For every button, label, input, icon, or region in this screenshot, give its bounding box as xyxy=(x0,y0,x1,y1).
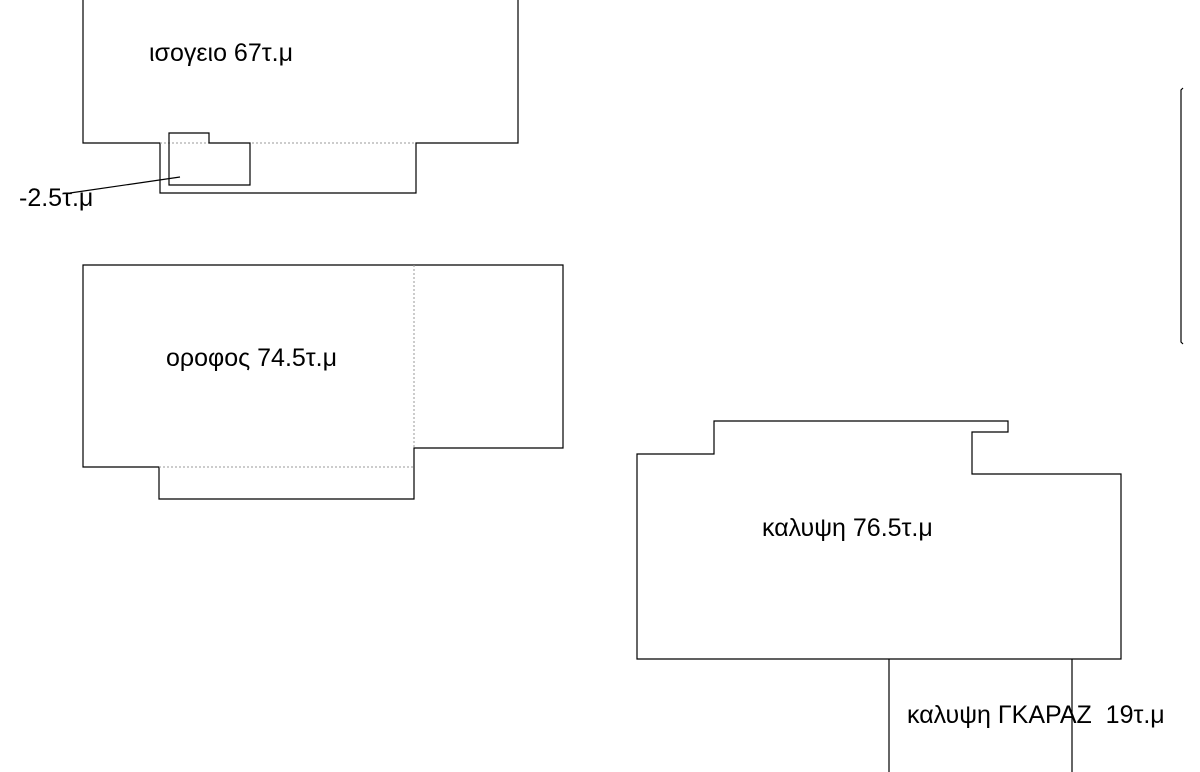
ground-floor-label: ισογειο 67τ.μ xyxy=(149,39,293,67)
garage-outline xyxy=(888,659,1073,772)
upper-floor-label: οροφος 74.5τ.μ xyxy=(166,344,338,372)
ground-floor-outline xyxy=(82,0,519,194)
coverage-outline xyxy=(636,420,1122,660)
deduction-leader-line xyxy=(69,176,181,194)
garage-coverage-label: καλυψη ΓΚΑΡΑΖ 19τ.μ xyxy=(907,701,1165,729)
deduction-label: -2.5τ.μ xyxy=(19,184,94,212)
upper-floor-outline xyxy=(82,264,564,500)
right-edge-bracket xyxy=(1180,87,1184,345)
coverage-label: καλυψη 76.5τ.μ xyxy=(762,514,933,542)
deduction-outline xyxy=(168,132,251,186)
